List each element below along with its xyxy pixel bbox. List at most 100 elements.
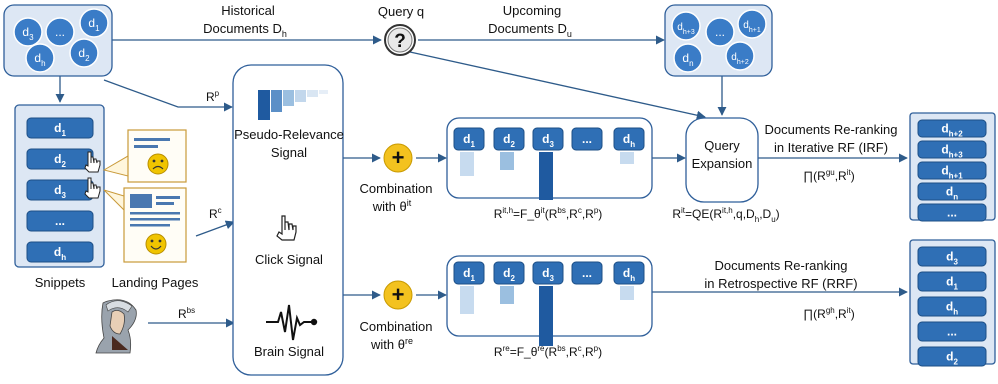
pseudo-label-line1: Pseudo-Relevance [234,127,344,142]
ranking-doc-pill [571,261,603,285]
ranking-doc-label: dh [623,132,635,149]
document-pill [917,271,987,292]
sad-face-icon [147,153,169,175]
ranking-doc-label: ... [582,132,592,146]
user-avatar-icon [95,299,137,354]
svg-text:+: + [392,282,405,307]
ranking-doc-label: d3 [542,132,554,149]
irf-label-line1: Documents Re-ranking [765,122,898,137]
rbs-label: Rbs [178,306,195,321]
snippets-label: Snippets [35,275,86,290]
hand-pointer-icon [84,151,101,173]
click-signal-label: Click Signal [255,252,323,267]
document-pill-label: d1 [946,275,958,292]
landing-page-top [102,129,187,183]
document-circle [13,17,43,47]
ranking-doc-pill [493,261,525,285]
relevance-bar [620,152,634,164]
rrf-label-line1: Documents Re-ranking [715,258,848,273]
happy-face-icon [145,233,167,255]
document-pill [26,117,94,139]
document-label: ... [715,25,725,39]
rrf-formula: ∏(Rgh,Rit) [803,306,854,321]
document-pill-label: dh [946,300,958,317]
svg-text:+: + [392,145,405,170]
document-label: dh+1 [743,20,761,34]
relevance-bar [460,286,474,314]
document-pill-label: dn [946,185,958,202]
relevance-bar [500,152,514,170]
document-pill-label: dh+3 [941,143,963,160]
document-pill [917,203,987,222]
ranking-doc-pill [493,127,525,151]
relevance-bar [539,152,553,200]
document-pill-label: d3 [54,183,66,200]
ranking-doc-label: d2 [503,132,515,149]
document-pill [917,119,987,138]
upcoming-label-line2: Documents Du [488,21,572,39]
document-pill-label: dh [54,245,66,262]
document-pill [917,161,987,180]
rc-arrow [195,220,235,237]
document-pill [917,346,987,367]
combination-it-label-line1: Combination [360,181,433,196]
ranking-doc-label: d3 [542,266,554,283]
document-label: d1 [88,16,100,33]
query-symbol: ? [394,31,406,52]
document-pill [917,140,987,159]
document-circle [69,38,99,68]
signals-panel [232,64,344,376]
combination-it-label-line2: with θit [372,198,412,214]
landing-pages-label: Landing Pages [112,275,199,290]
ranking-doc-label: d2 [503,266,515,283]
relevance-bar [620,286,634,300]
document-circle [45,17,75,47]
ranking-doc-pill [613,261,645,285]
document-pill [917,296,987,317]
rp-arrow [103,79,233,112]
ranking-doc-pill [613,127,645,151]
landing-page-bottom [103,187,187,263]
document-pill-label: ... [55,214,65,228]
document-pill-label: ... [947,206,957,220]
irf-label-line2: in Iterative RF (IRF) [774,140,888,155]
historical-label-line2: Documents Dh [203,21,287,39]
document-pill [26,210,94,232]
brain-wave-icon [266,304,318,341]
document-circle [79,8,109,38]
combination-re-label-line1: Combination [360,319,433,334]
document-pill [917,321,987,342]
document-pill-label: dh+2 [941,122,963,139]
document-circle [705,17,735,47]
relevance-bar [500,286,514,304]
document-label: d2 [78,46,90,63]
rc-label: Rc [209,206,222,221]
rp-label: Rp [206,89,220,104]
document-pill [26,241,94,263]
query-expansion-formula: Rit=QE(Rit,h,q,Dh,Du) [672,206,779,224]
ranking-doc-pill [532,127,564,151]
document-label: dh+2 [731,52,749,66]
document-label: dh [34,51,45,68]
document-circle [737,9,767,39]
upcoming-label-line1: Upcoming [503,3,562,18]
rrf-label-line2: in Retrospective RF (RRF) [704,276,857,291]
connectors [55,35,908,328]
query-label: Query q [378,4,424,19]
formula-re: Rre=F_θre(Rbs,Rc,Rp) [494,344,602,359]
pseudo-label-line2: Signal [271,145,307,160]
relevance-bar [539,286,553,346]
document-pill [917,246,987,267]
formula-it: Rit,h=F_θit(Rbs,Rc,Rp) [494,206,603,221]
document-pill-label: ... [947,325,957,339]
ranking-doc-pill [453,127,485,151]
document-label: ... [55,25,65,39]
ranking-doc-label: dh [623,266,635,283]
